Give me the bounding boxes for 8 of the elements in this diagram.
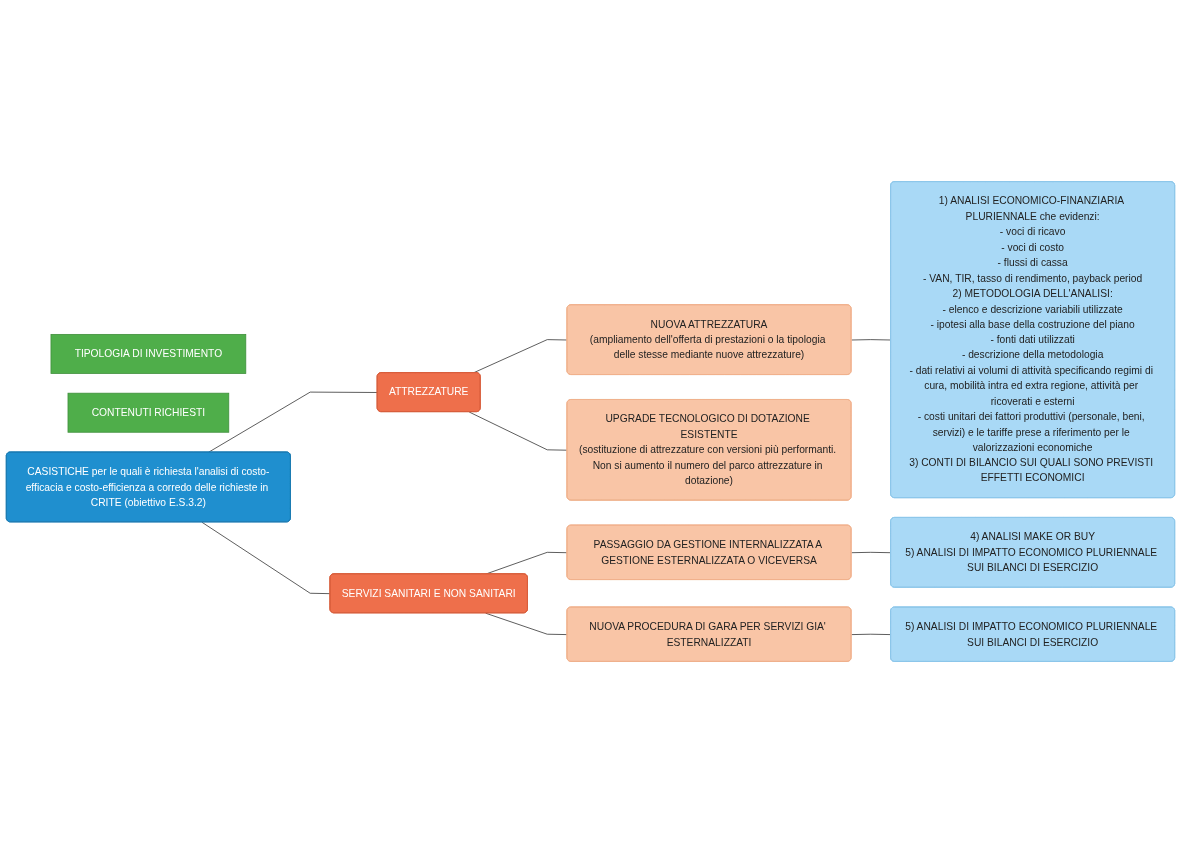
connector: [851, 633, 892, 636]
connector: [851, 551, 892, 554]
node-box: CONTENUTI RICHIESTI: [67, 392, 230, 433]
connector: [201, 521, 331, 595]
connector: [485, 612, 568, 636]
connector: [468, 411, 568, 451]
node-box: TIPOLOGIA DI INVESTIMENTO: [50, 334, 247, 374]
connector: [851, 339, 892, 341]
